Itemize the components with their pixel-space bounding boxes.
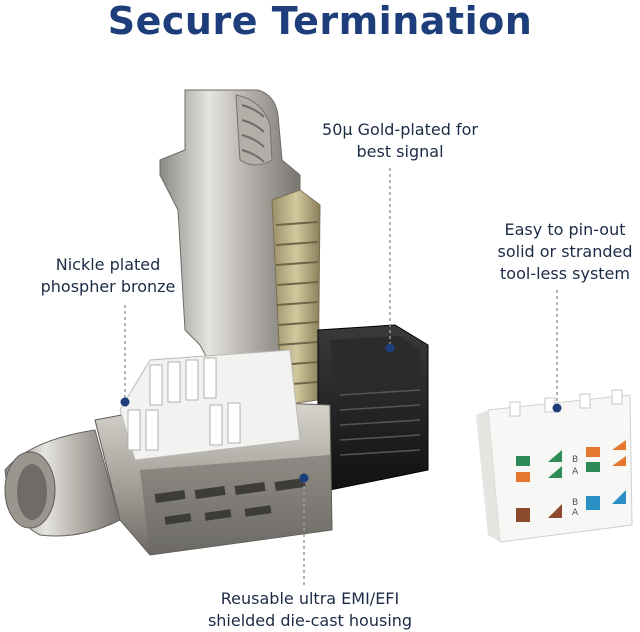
callout-nickle-line1: Nickle plated bbox=[55, 255, 161, 274]
nickle-callout-dot bbox=[120, 397, 130, 407]
pinout-callout-dot bbox=[552, 403, 562, 413]
keystone-letter-a1: A bbox=[572, 467, 579, 477]
callout-pinout-line3: tool-less system bbox=[500, 264, 630, 283]
white-insert bbox=[119, 349, 301, 461]
keystone-letter-a2: A bbox=[572, 508, 579, 518]
callout-housing-line2: shielded die-cast housing bbox=[207, 611, 413, 630]
keystone-letter-b1: B bbox=[572, 455, 578, 465]
housing-callout-dot bbox=[299, 473, 309, 483]
callout-pinout-line2: solid or stranded bbox=[497, 242, 633, 261]
callout-pinout-line1: Easy to pin-out bbox=[504, 220, 626, 239]
callout-pin-out: Easy to pin-out solid or stranded tool-l… bbox=[490, 219, 640, 285]
callout-gold-plated: 50µ Gold-plated for best signal bbox=[300, 119, 500, 163]
gold-callout-dot bbox=[385, 343, 395, 353]
keystone-block bbox=[476, 389, 633, 543]
rj45-plug-head bbox=[317, 324, 429, 491]
keystone-letter-b2: B bbox=[572, 498, 578, 508]
callout-housing: Reusable ultra EMI/EFI shielded die-cast… bbox=[190, 588, 430, 632]
page-title: Secure Termination bbox=[107, 0, 533, 43]
callout-housing-line1: Reusable ultra EMI/EFI bbox=[220, 589, 400, 608]
callout-gold-line1: 50µ Gold-plated for bbox=[322, 120, 478, 139]
callout-nickle-line2: phospher bronze bbox=[40, 277, 176, 296]
callout-nickle-plated: Nickle plated phospher bronze bbox=[28, 254, 188, 298]
callout-gold-line2: best signal bbox=[356, 142, 444, 161]
